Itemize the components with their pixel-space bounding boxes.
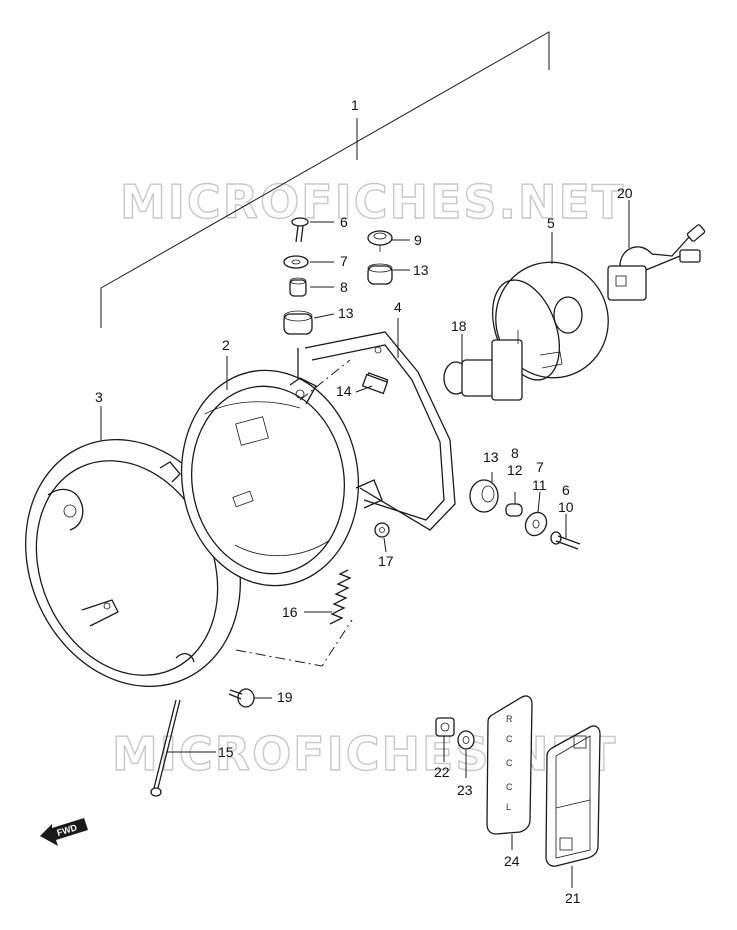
callout-2: 2 bbox=[222, 337, 230, 353]
washer-11 bbox=[524, 511, 548, 537]
long-screw-15 bbox=[150, 699, 181, 797]
reflector-mark-4: L bbox=[506, 802, 511, 812]
screw-10 bbox=[550, 531, 581, 550]
callout-21: 21 bbox=[565, 890, 581, 906]
grommet-13-top bbox=[283, 310, 313, 335]
reflector-mark-0: R bbox=[506, 714, 513, 724]
reflector-mark-1: C bbox=[506, 734, 513, 744]
callout-4: 4 bbox=[394, 299, 402, 315]
headlight-lens-unit bbox=[180, 369, 360, 587]
headlight-bulb bbox=[443, 330, 523, 401]
forward-direction-arrow: FWD bbox=[40, 818, 88, 846]
callout-12: 12 bbox=[507, 462, 523, 478]
reflector-24: R C C C L bbox=[486, 695, 533, 835]
callout-6-top: 6 bbox=[340, 214, 348, 230]
grommet-13-upper-right bbox=[367, 263, 393, 285]
callout-23: 23 bbox=[457, 782, 473, 798]
nut-17 bbox=[374, 522, 390, 538]
callout-6-right: 6 bbox=[562, 482, 570, 498]
callout-18: 18 bbox=[451, 318, 467, 334]
screw-19 bbox=[228, 688, 255, 708]
nut-14 bbox=[361, 373, 389, 395]
callout-16: 16 bbox=[282, 604, 298, 620]
callout-1: 1 bbox=[351, 97, 359, 113]
callout-15: 15 bbox=[218, 744, 234, 760]
collar-12 bbox=[505, 503, 523, 517]
adjusting-spring-16 bbox=[329, 569, 352, 625]
washer-7-top-hole bbox=[291, 259, 301, 265]
assembly-dashes bbox=[235, 359, 353, 667]
reflector-mark-3: C bbox=[506, 782, 513, 792]
watermark-bottom: MICROFICHES.NET bbox=[112, 727, 617, 781]
assembly-bracket bbox=[100, 31, 550, 328]
grommet-13-right bbox=[469, 479, 499, 513]
callout-7-top: 7 bbox=[340, 253, 348, 269]
callout-13-top: 13 bbox=[338, 305, 354, 321]
leader-lines bbox=[100, 200, 630, 888]
watermark-top: MICROFICHES.NET bbox=[120, 175, 625, 229]
reflector-21 bbox=[545, 725, 601, 867]
callout-17: 17 bbox=[378, 553, 394, 569]
screw-6-top bbox=[291, 217, 309, 243]
callout-13-right: 13 bbox=[483, 449, 499, 465]
washer-23 bbox=[457, 730, 475, 750]
bulb-socket-wiring bbox=[607, 224, 706, 301]
callout-13-upper-right: 13 bbox=[413, 262, 429, 278]
callout-24: 24 bbox=[504, 853, 520, 869]
callout-10: 10 bbox=[558, 499, 574, 515]
callout-3: 3 bbox=[95, 389, 103, 405]
callout-5: 5 bbox=[547, 215, 555, 231]
callout-8-right: 8 bbox=[511, 445, 519, 461]
callout-20: 20 bbox=[617, 185, 633, 201]
washer-7-top bbox=[283, 255, 309, 269]
callout-14: 14 bbox=[336, 383, 352, 399]
grommet-9 bbox=[367, 230, 393, 252]
callout-19: 19 bbox=[277, 689, 293, 705]
callout-11: 11 bbox=[532, 477, 547, 493]
reflector-mark-2: C bbox=[506, 758, 513, 768]
collar-8-top bbox=[289, 277, 307, 297]
callout-9: 9 bbox=[414, 232, 422, 248]
callout-8-top: 8 bbox=[340, 279, 348, 295]
callout-22: 22 bbox=[434, 764, 450, 780]
callout-7-right: 7 bbox=[536, 459, 544, 475]
nut-22 bbox=[435, 717, 455, 737]
